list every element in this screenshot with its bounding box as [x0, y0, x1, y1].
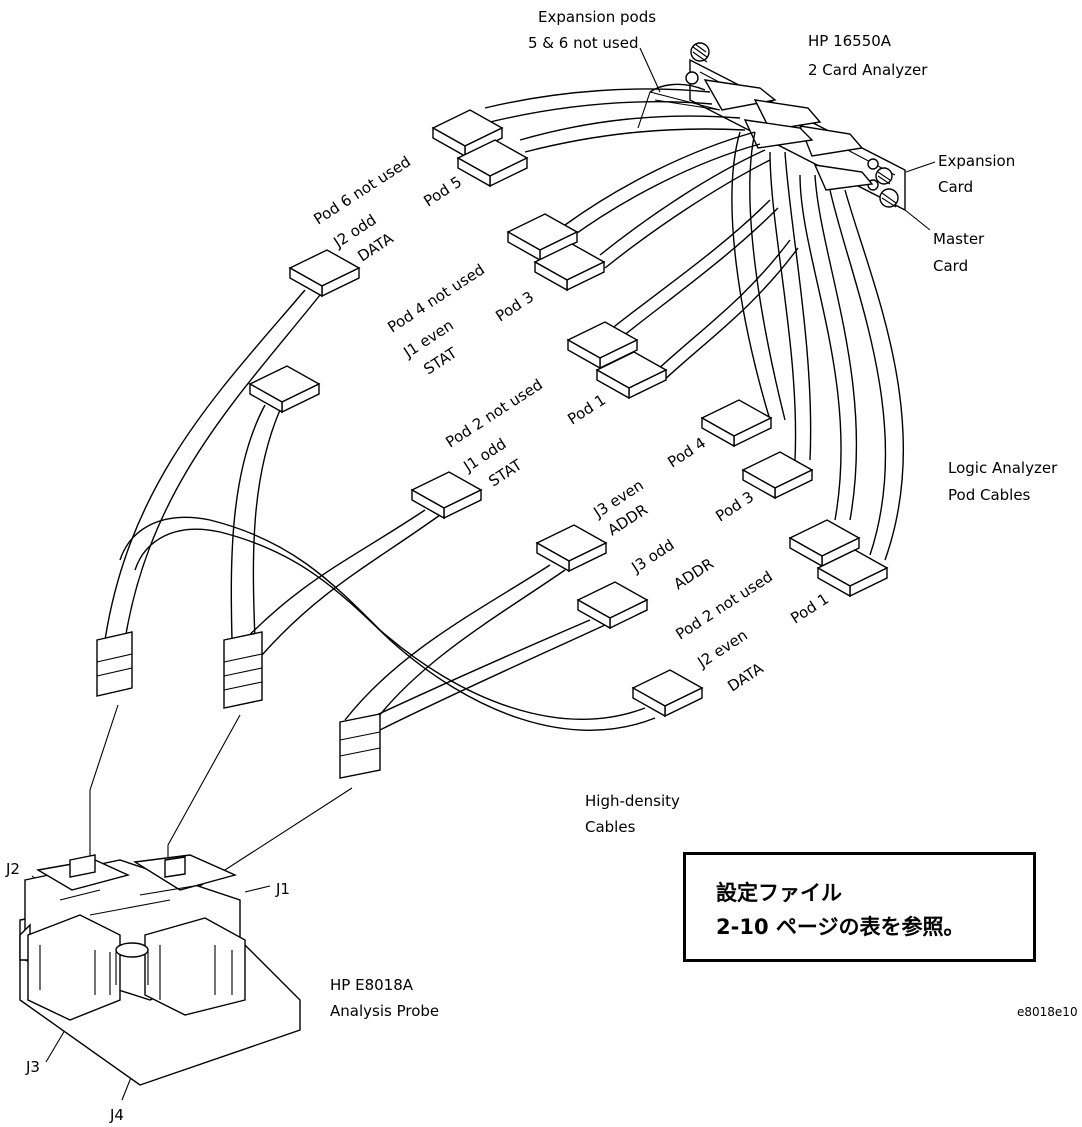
j3odd-label-1: J3 odd: [628, 536, 678, 577]
pod3a-label: Pod 3: [492, 288, 537, 326]
analysis-probe: [19, 854, 301, 1086]
j3-socket: [27, 914, 121, 1021]
figure-id: e8018e10: [1017, 1005, 1078, 1019]
j2-socket: [69, 854, 96, 878]
pod1a-label: Pod 1: [564, 391, 609, 429]
master-card-label-2: Card: [933, 257, 968, 275]
master-card-label-1: Master: [933, 230, 985, 248]
expansion-card-label-2: Card: [938, 178, 973, 196]
pod5-label: Pod 5: [420, 173, 465, 211]
callout-line-1: 設定ファイル: [716, 881, 842, 905]
pod3b-label: Pod 3: [712, 488, 757, 526]
pod-cable-bundle: [484, 83, 905, 561]
callout-line-2: 2-10 ページの表を参照。: [716, 915, 965, 939]
j2-label: J2: [5, 860, 20, 878]
analyzer-label-1: HP 16550A: [808, 32, 892, 50]
pod-connectors-lower: [700, 399, 889, 598]
j4-socket: [144, 917, 246, 1016]
high-density-label-2: Cables: [585, 818, 636, 836]
high-density-label-1: High-density: [585, 792, 680, 810]
pod4b-label: Pod 4: [664, 434, 709, 472]
j2even-label-2: DATA: [724, 659, 767, 696]
j4-label: J4: [109, 1106, 124, 1124]
expansion-pods-label-2: 5 & 6 not used: [528, 34, 639, 52]
j1-socket: [164, 856, 186, 878]
logic-pod-cables-label-1: Logic Analyzer: [948, 459, 1058, 477]
high-density-cables: [104, 289, 656, 731]
logic-pod-cables-label-2: Pod Cables: [948, 486, 1031, 504]
analyzer-label-2: 2 Card Analyzer: [808, 61, 928, 79]
high-density-connectors: [248, 249, 704, 718]
j3-label: J3: [25, 1058, 40, 1076]
j2even-label-1: J2 even: [694, 626, 751, 672]
probe-label-1: HP E8018A: [330, 976, 414, 994]
pod-connectors-upper: [431, 109, 668, 400]
probe-plugs: [96, 631, 381, 779]
expansion-card-label-1: Expansion: [938, 152, 1015, 170]
thumbscrew-icon: [685, 71, 699, 85]
config-file-callout: 設定ファイル 2-10 ページの表を参照。: [683, 852, 1036, 962]
j1-label: J1: [275, 880, 290, 898]
analyzer-card-panel: [685, 42, 906, 212]
j3odd-label-2: ADDR: [670, 554, 717, 593]
expansion-pods-label-1: Expansion pods: [538, 8, 656, 26]
probe-label-2: Analysis Probe: [330, 1002, 439, 1020]
pod1b-label: Pod 1: [787, 590, 832, 628]
thumbscrew-icon: [867, 158, 879, 170]
diagram-labels: Expansion pods 5 & 6 not used HP 16550A …: [5, 8, 1078, 1124]
